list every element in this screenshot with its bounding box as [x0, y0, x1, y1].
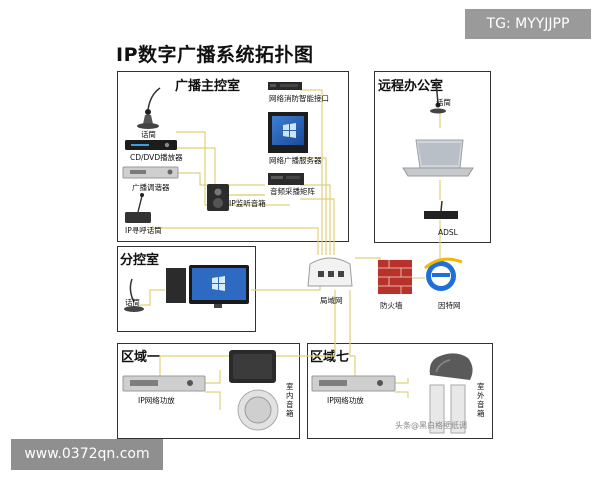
fire-interface-icon — [268, 82, 302, 90]
page-title: IP数字广播系统拓扑图 — [116, 44, 314, 66]
label-amp-zone7: IP网络功放 — [327, 396, 364, 405]
outdoor-rock-speaker-icon — [429, 353, 473, 380]
region-zone7-title: 区域七 — [310, 350, 350, 365]
region-remote-title: 远程办公室 — [378, 79, 444, 94]
region-zone1-title: 区域一 — [121, 350, 161, 365]
laptop-icon — [402, 139, 474, 177]
outdoor-column-speaker-icon — [429, 384, 466, 434]
adsl-modem-icon — [424, 200, 458, 219]
label-outdoor-speaker: 室外音箱 — [477, 382, 485, 418]
mic-main-icon — [137, 87, 161, 129]
label-server: 网络广播服务器 — [269, 156, 322, 165]
label-mic-branch: 话筒 — [125, 298, 140, 307]
amp-zone1-icon — [122, 375, 206, 392]
amp-zone7-icon — [311, 375, 396, 392]
region-main-title: 广播主控室 — [175, 79, 241, 94]
branch-desktop-icon — [166, 265, 249, 308]
cd-player-icon — [125, 140, 177, 150]
region-branch-title: 分控室 — [120, 253, 160, 268]
tg-badge: TG: MYYJJPP — [465, 9, 591, 39]
label-internet: 因特网 — [438, 301, 461, 310]
region-main-control-room — [117, 71, 349, 242]
label-adsl: ADSL — [438, 228, 458, 237]
label-indoor-speaker: 室内音箱 — [286, 382, 294, 418]
lan-router-icon — [307, 257, 353, 287]
ip-paging-mic-icon — [125, 193, 151, 223]
label-cd-player: CD/DVD播放器 — [130, 153, 183, 162]
indoor-speaker-ceiling-icon — [237, 389, 279, 431]
label-tuner: 广播调谐器 — [132, 183, 170, 192]
monitor-speaker-icon — [207, 184, 229, 211]
label-fire-interface: 网络消防智能接口 — [269, 94, 329, 103]
mic-branch-icon — [124, 278, 144, 312]
firewall-icon — [378, 260, 412, 294]
label-monitor-speaker: IP监听音箱 — [229, 199, 266, 208]
url-badge: www.0372qn.com — [11, 439, 163, 470]
label-lan: 局域网 — [320, 296, 343, 305]
server-icon — [268, 112, 308, 153]
label-firewall: 防火墙 — [380, 301, 403, 310]
watermark: 头条@黑白格壁纸调 — [395, 421, 467, 430]
label-ip-paging: IP寻呼话筒 — [125, 226, 162, 235]
indoor-speaker-wall-icon — [229, 350, 276, 383]
label-matrix: 音频采播矩阵 — [270, 187, 315, 196]
mic-remote-icon — [430, 81, 446, 114]
tuner-icon — [122, 166, 179, 179]
label-mic-main: 话筒 — [141, 130, 156, 139]
matrix-icon — [268, 173, 304, 185]
internet-icon — [424, 257, 463, 291]
label-mic-remote: 话筒 — [436, 98, 451, 107]
label-amp-zone1: IP网络功放 — [138, 396, 175, 405]
